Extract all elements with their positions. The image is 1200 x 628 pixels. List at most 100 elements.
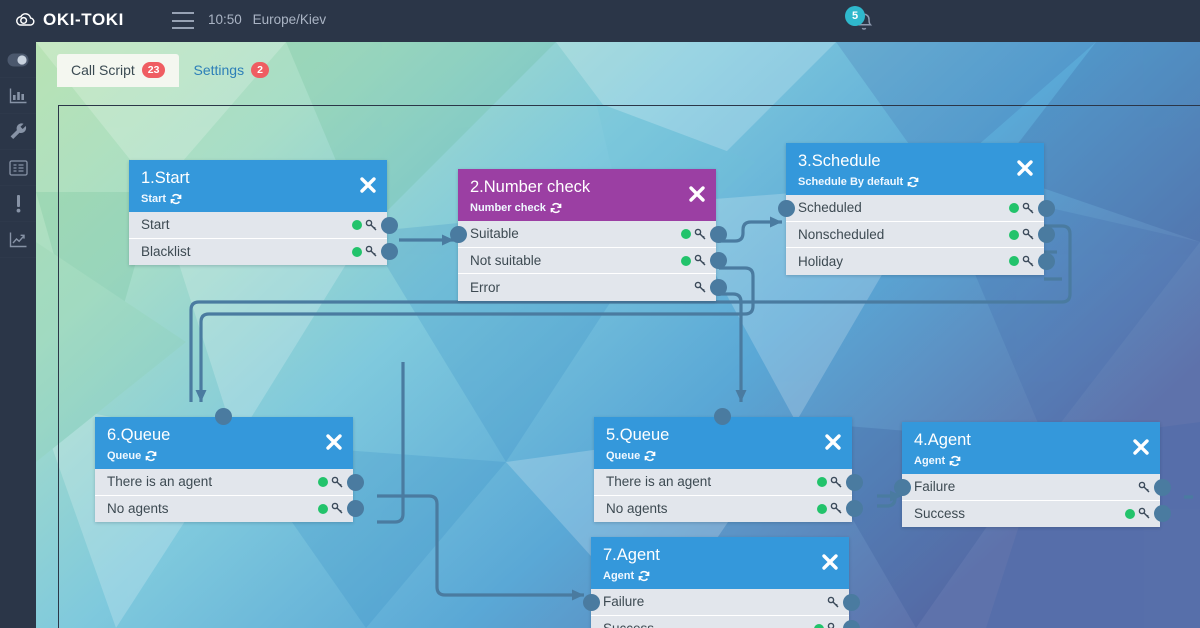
node-output-row[interactable]: Holiday [786, 248, 1055, 275]
key-icon[interactable] [1138, 481, 1151, 494]
input-port[interactable] [450, 226, 467, 243]
close-icon[interactable] [359, 176, 377, 194]
refresh-icon[interactable] [907, 176, 919, 188]
key-icon[interactable] [827, 596, 840, 609]
output-port[interactable] [710, 225, 727, 243]
node-output-row[interactable]: Not suitable [458, 248, 727, 274]
output-port[interactable] [710, 278, 727, 296]
tab-call-script[interactable]: Call Script 23 [57, 54, 180, 87]
node-title: 4.Agent [914, 431, 971, 449]
node-output-row[interactable]: There is an agent [95, 469, 364, 496]
node-output-row[interactable]: Suitable [458, 221, 727, 248]
close-icon[interactable] [824, 433, 842, 451]
refresh-icon[interactable] [644, 450, 656, 462]
output-port[interactable] [843, 593, 860, 611]
output-port[interactable] [710, 252, 727, 270]
node-output-label: Blacklist [141, 244, 191, 260]
sidebar-item-statistics[interactable] [0, 78, 36, 114]
sidebar-item-analytics[interactable] [0, 222, 36, 258]
output-port[interactable] [843, 620, 860, 628]
input-port[interactable] [714, 408, 731, 425]
output-port[interactable] [1038, 252, 1055, 270]
output-port[interactable] [381, 243, 398, 261]
output-port[interactable] [1154, 505, 1171, 523]
key-icon[interactable] [365, 245, 378, 258]
input-port[interactable] [778, 200, 795, 217]
status-dot [681, 255, 691, 266]
notifications-button[interactable]: 5 [845, 6, 885, 38]
output-port[interactable] [347, 500, 364, 518]
output-port[interactable] [347, 473, 364, 491]
sidebar-item-reports[interactable] [0, 150, 36, 186]
input-port[interactable] [583, 594, 600, 611]
key-icon[interactable] [365, 219, 378, 232]
output-port[interactable] [1038, 199, 1055, 217]
node-output-row[interactable]: Failure [902, 474, 1171, 501]
key-icon[interactable] [830, 502, 843, 515]
key-icon[interactable] [1022, 255, 1035, 268]
sidebar-item-alerts[interactable] [0, 186, 36, 222]
output-port[interactable] [381, 216, 398, 234]
node-output-row[interactable]: There is an agent [594, 469, 863, 496]
node-output-row[interactable]: No agents [95, 496, 364, 523]
key-icon[interactable] [827, 622, 840, 628]
output-port[interactable] [846, 500, 863, 518]
node-output-row[interactable]: Success [902, 501, 1171, 528]
node-output-row[interactable]: Scheduled [786, 195, 1055, 222]
key-icon[interactable] [694, 228, 707, 241]
app-logo[interactable]: OKI-TOKI [14, 9, 124, 31]
key-icon[interactable] [694, 254, 707, 267]
key-icon[interactable] [1022, 202, 1035, 215]
node-output-row[interactable]: Nonscheduled [786, 222, 1055, 248]
tab-settings-label: Settings [193, 62, 245, 78]
node-subtitle-label: Start [141, 193, 167, 205]
node-output-row[interactable]: Failure [591, 589, 860, 616]
key-icon[interactable] [331, 502, 344, 515]
hamburger-menu-icon[interactable] [172, 12, 194, 29]
sidebar-item-tools[interactable] [0, 114, 36, 150]
output-port[interactable] [1154, 478, 1171, 496]
output-port[interactable] [1038, 226, 1055, 244]
refresh-icon[interactable] [949, 455, 961, 467]
input-port[interactable] [894, 479, 911, 496]
key-icon[interactable] [694, 281, 707, 294]
close-icon[interactable] [688, 185, 706, 203]
refresh-icon[interactable] [145, 450, 157, 462]
close-icon[interactable] [1016, 159, 1034, 177]
close-icon[interactable] [325, 433, 343, 451]
key-icon[interactable] [1138, 507, 1151, 520]
key-icon[interactable] [331, 476, 344, 489]
close-icon[interactable] [821, 553, 839, 571]
key-icon[interactable] [1022, 228, 1035, 241]
node-output-row[interactable]: Blacklist [129, 239, 398, 266]
sidebar-item-toggle[interactable] [0, 42, 36, 78]
tab-settings[interactable]: Settings 2 [179, 54, 282, 87]
node-output-row[interactable]: Error [458, 274, 727, 301]
refresh-icon[interactable] [550, 202, 562, 214]
input-port[interactable] [215, 408, 232, 425]
refresh-icon[interactable] [170, 193, 182, 205]
key-icon[interactable] [830, 476, 843, 489]
close-icon[interactable] [1132, 438, 1150, 456]
node-output-row[interactable]: Start [129, 212, 398, 239]
refresh-icon[interactable] [638, 570, 650, 582]
output-port[interactable] [846, 473, 863, 491]
node-output-row[interactable]: Success [591, 616, 860, 628]
node-output-row[interactable]: No agents [594, 496, 863, 523]
